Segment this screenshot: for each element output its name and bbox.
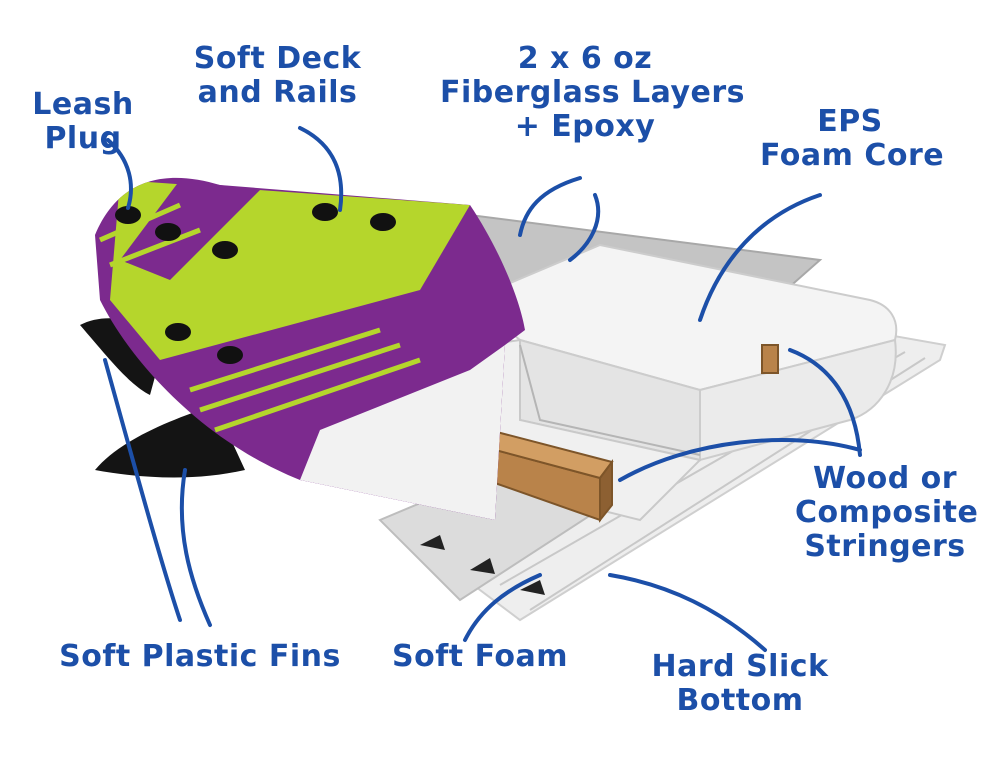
leader-soft-deck <box>298 126 344 212</box>
label-line: Fiberglass Layers <box>440 75 746 110</box>
label-line: Soft Foam <box>392 639 568 674</box>
deck-lime-streaks <box>98 202 421 433</box>
deck-hole <box>155 223 181 241</box>
label-fiberglass: 2 x 6 oz Fiberglass Layers + Epoxy <box>440 41 746 144</box>
label-line: Soft Deck <box>193 41 362 76</box>
label-soft-deck: Soft Deck and Rails <box>185 42 370 110</box>
label-line: Soft Plastic Fins <box>59 639 341 674</box>
soft-foam-notches <box>420 535 545 595</box>
label-line: and Rails <box>197 75 358 110</box>
label-soft-foam: Soft Foam <box>390 640 570 674</box>
label-leash-plug: Leash Plug <box>28 88 138 156</box>
label-line: EPS <box>817 104 883 139</box>
label-fins: Soft Plastic Fins <box>55 640 345 674</box>
label-line: Stringers <box>804 529 966 564</box>
leash-plug-holes <box>115 203 396 364</box>
label-line: Hard Slick <box>651 649 829 684</box>
core-side-face <box>699 338 897 462</box>
label-line: + Epoxy <box>514 109 656 144</box>
label-line: Foam Core <box>760 138 945 173</box>
label-line: Bottom <box>676 683 804 718</box>
stringer-end <box>599 459 613 523</box>
leader-lines <box>103 126 862 652</box>
deck-hole <box>312 203 338 221</box>
stringer-small-end <box>761 344 779 374</box>
leader-stringer-main <box>618 438 862 482</box>
deck-hole <box>212 241 238 259</box>
leader-stringer-end <box>788 348 862 457</box>
label-line: Composite <box>795 495 979 530</box>
deck-hole <box>165 323 191 341</box>
leader-fin-upper <box>103 358 182 622</box>
deck-purple-stripe <box>120 180 260 280</box>
deck-hole <box>217 346 243 364</box>
label-line: 2 x 6 oz <box>517 41 653 76</box>
leader-leash-plug <box>106 138 133 210</box>
leader-fiberglass-right <box>568 193 601 262</box>
label-line: Leash <box>32 87 134 122</box>
label-line: Plug <box>44 121 122 156</box>
leader-hard-bottom <box>608 573 767 652</box>
soft-deck-nose <box>95 177 525 520</box>
leader-fin-lower <box>179 468 212 627</box>
leader-soft-foam <box>463 573 542 642</box>
core-cavity-shadow <box>519 344 701 456</box>
label-hard-bottom: Hard Slick Bottom <box>645 650 835 718</box>
label-eps-core: EPS Foam Core <box>760 104 945 173</box>
leader-fiberglass-left <box>518 176 582 237</box>
label-stringers: Wood or Composite Stringers <box>795 461 979 564</box>
deck-hole <box>370 213 396 231</box>
rail-white <box>300 345 505 520</box>
leash-plug-hole <box>115 206 141 224</box>
label-line: Wood or <box>812 461 958 496</box>
leader-eps-core <box>698 193 822 322</box>
